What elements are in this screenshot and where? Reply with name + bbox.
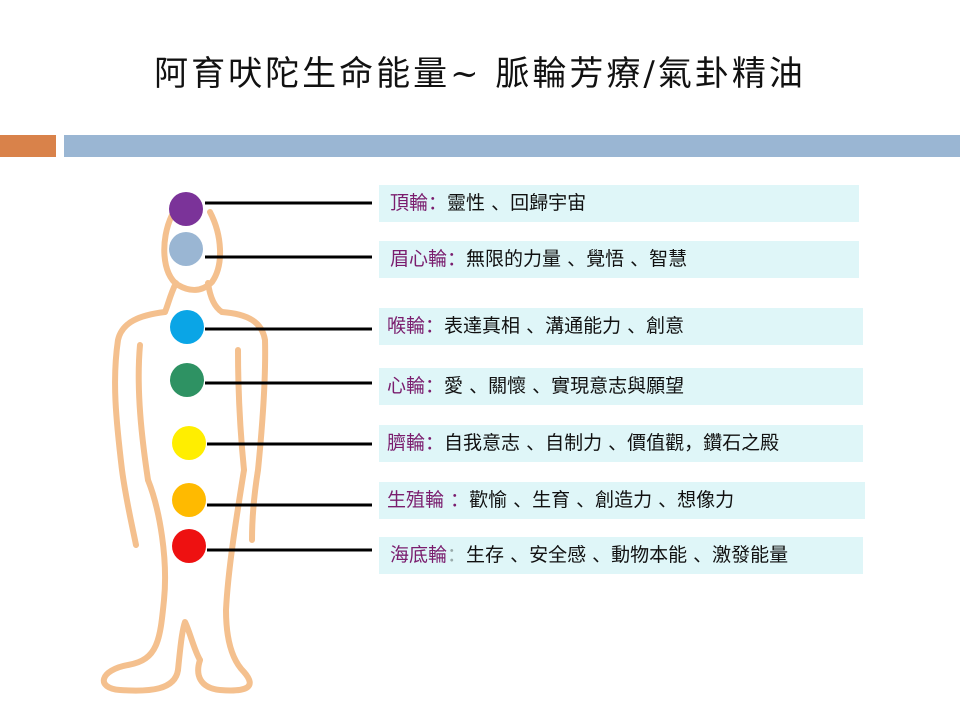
page-title: 阿育吠陀生命能量~ 脈輪芳療/氣卦精油 [154, 54, 806, 94]
chakra-name: 頂輪 [390, 192, 429, 214]
accent-bar [0, 135, 56, 157]
heart-chakra-label: 心輪：愛 、關懷 、實現意志與願望 [379, 368, 863, 405]
left-torso [100, 477, 181, 694]
leg-split [175, 619, 203, 673]
left-arm [112, 309, 168, 548]
throat-chakra-dot [170, 310, 204, 344]
root-chakra-dot [172, 529, 206, 563]
chakra-description: 靈性 、回歸宇宙 [447, 192, 587, 214]
sacral-chakra-dot [172, 483, 206, 517]
chakra-description: 自我意志 、自制力 、價值觀，鑽石之殿 [444, 432, 780, 454]
right-torso [195, 467, 253, 694]
chakra-name: 臍輪 [387, 432, 426, 454]
chakra-name: 眉心輪 [390, 248, 448, 270]
head-outline [161, 209, 224, 293]
sacral-chakra-label: 生殖輪 ：歡愉 、生育 、創造力 、想像力 [379, 482, 865, 519]
separator: ： [428, 192, 448, 214]
separator: ： [425, 315, 445, 337]
chakra-name: 生殖輪 [387, 489, 445, 511]
separator: ： [425, 432, 445, 454]
heart-chakra-dot [170, 363, 204, 397]
chakra-description: 生存 、安全感 、動物本能 、激發能量 [466, 544, 789, 566]
chakra-name: 喉輪 [387, 315, 426, 337]
crown-chakra-dot [169, 192, 203, 226]
left-inner-arm [135, 342, 151, 483]
chakra-name: 海底輪 [390, 544, 448, 566]
third-eye-chakra-dot [169, 232, 203, 266]
chakra-description: 無限的力量 、覺悟 、智慧 [466, 248, 688, 270]
chakra-description: 表達真相 、溝通能力 、創意 [444, 315, 685, 337]
separator: ： [444, 489, 470, 511]
third-eye-chakra-label: 眉心輪：無限的力量 、覺悟 、智慧 [379, 241, 859, 278]
solar-plexus-chakra-dot [172, 426, 206, 460]
solar-plexus-chakra-label: 臍輪：自我意志 、自制力 、價值觀，鑽石之殿 [379, 425, 863, 462]
neck-left [162, 280, 179, 315]
chakra-description: 歡愉 、生育 、創造力 、想像力 [469, 489, 735, 511]
separator: ： [447, 248, 467, 270]
right-inner-arm [235, 347, 247, 473]
crown-chakra-label: 頂輪：靈性 、回歸宇宙 [379, 185, 859, 222]
separator: ： [425, 375, 445, 397]
throat-chakra-label: 喉輪：表達真相 、溝通能力 、創意 [379, 308, 863, 345]
root-chakra-label: 海底輪：生存 、安全感 、動物本能 、激發能量 [379, 537, 863, 574]
chakra-description: 愛 、關懷 、實現意志與願望 [444, 375, 685, 397]
connector-lines [205, 201, 372, 552]
separator: ： [447, 544, 467, 566]
neck-right [205, 280, 225, 315]
header-bar [64, 135, 960, 157]
chakra-name: 心輪 [387, 375, 426, 397]
